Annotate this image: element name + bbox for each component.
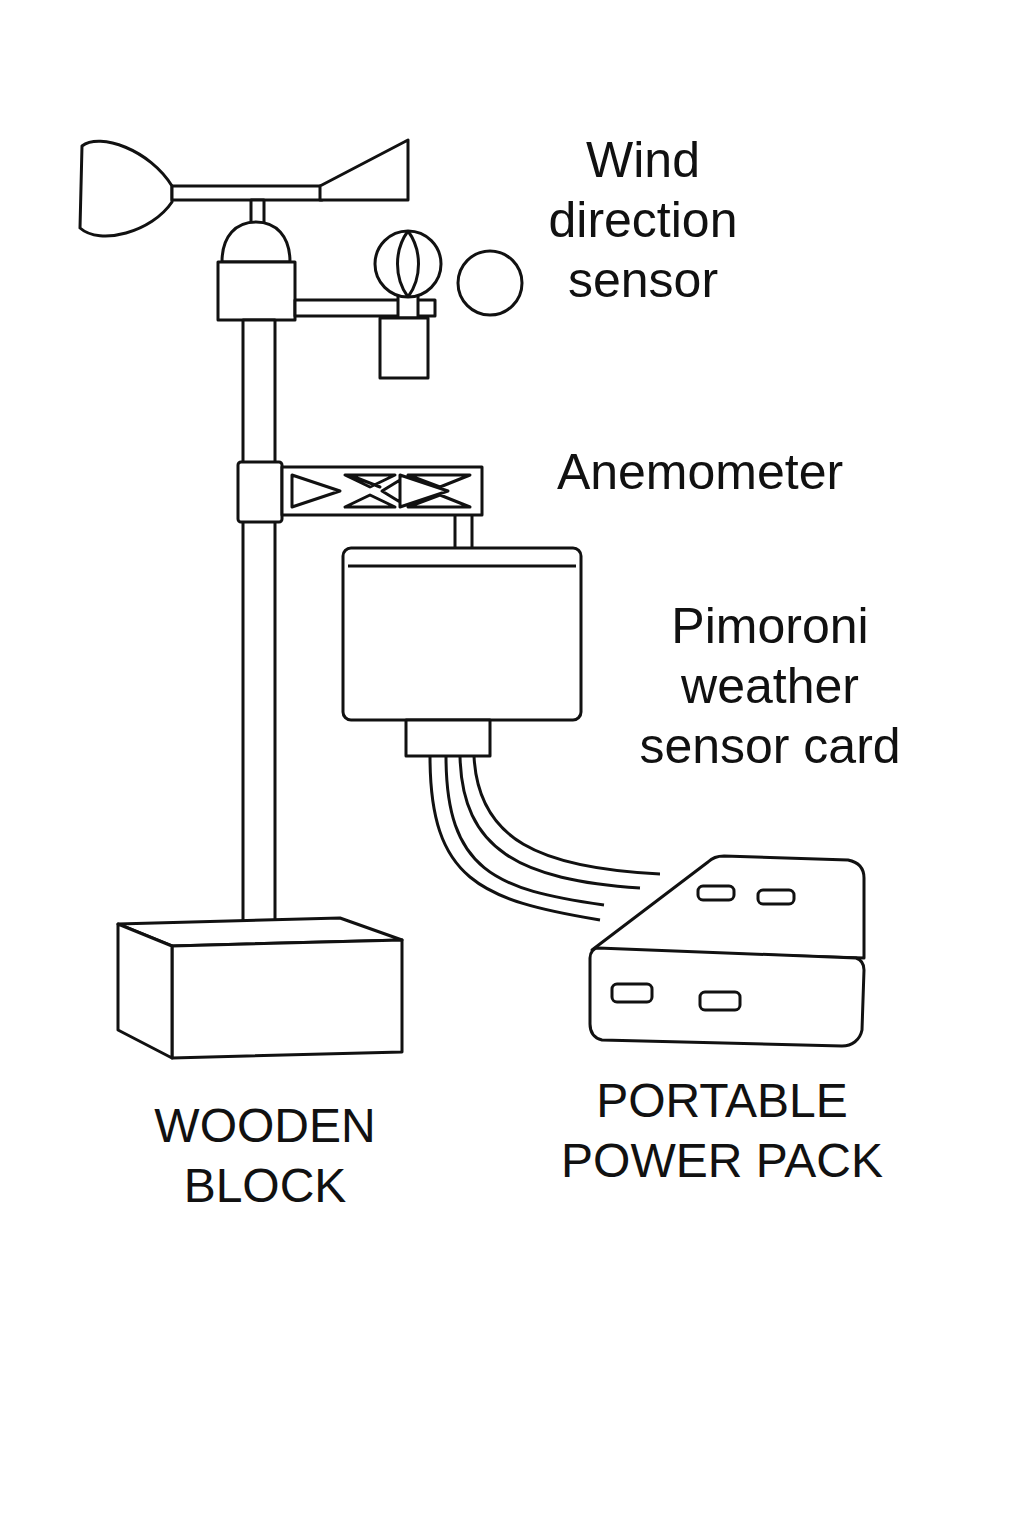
pack-top — [592, 856, 864, 958]
bracket-arm — [282, 467, 482, 515]
block-front — [172, 940, 402, 1058]
pack-front — [590, 948, 864, 1046]
vane-stem — [251, 200, 264, 224]
usb-port — [612, 984, 652, 1002]
sensor-card-box — [343, 548, 581, 756]
anemometer-mount — [380, 318, 428, 378]
anemometer-cups — [295, 231, 522, 378]
card-connector — [406, 720, 490, 756]
part-label: Wind direction sensor — [503, 130, 783, 310]
cable-line — [474, 756, 660, 874]
part-label: PORTABLE POWER PACK — [527, 1071, 917, 1191]
usb-port — [700, 992, 740, 1010]
bracket-lattice — [292, 475, 470, 507]
cable-line — [460, 756, 640, 888]
vane-tail — [80, 141, 172, 236]
usb-port — [698, 886, 734, 900]
mast — [243, 320, 275, 932]
part-label: Pimoroni weather sensor card — [605, 596, 935, 776]
cup-detail — [398, 231, 419, 297]
vane-cap — [222, 222, 290, 262]
cable-line — [446, 756, 604, 905]
vane-housing — [218, 262, 295, 320]
block-side — [118, 924, 172, 1058]
card-housing — [343, 548, 581, 720]
vane-pointer — [320, 140, 408, 200]
mast-clamp — [238, 462, 482, 552]
usb-cable — [430, 756, 660, 920]
anemometer-cup — [375, 231, 441, 297]
wind-vane — [80, 140, 408, 320]
bracket-post — [455, 512, 472, 552]
wooden-block — [118, 918, 402, 1058]
part-label: WOODEN BLOCK — [120, 1096, 410, 1216]
usb-port — [758, 890, 794, 904]
power-pack — [590, 856, 864, 1046]
card-edge — [348, 565, 576, 568]
anemometer-cup — [458, 251, 522, 315]
clamp-band — [238, 462, 282, 522]
part-label: Anemometer — [535, 442, 865, 502]
vane-arm — [172, 186, 322, 200]
